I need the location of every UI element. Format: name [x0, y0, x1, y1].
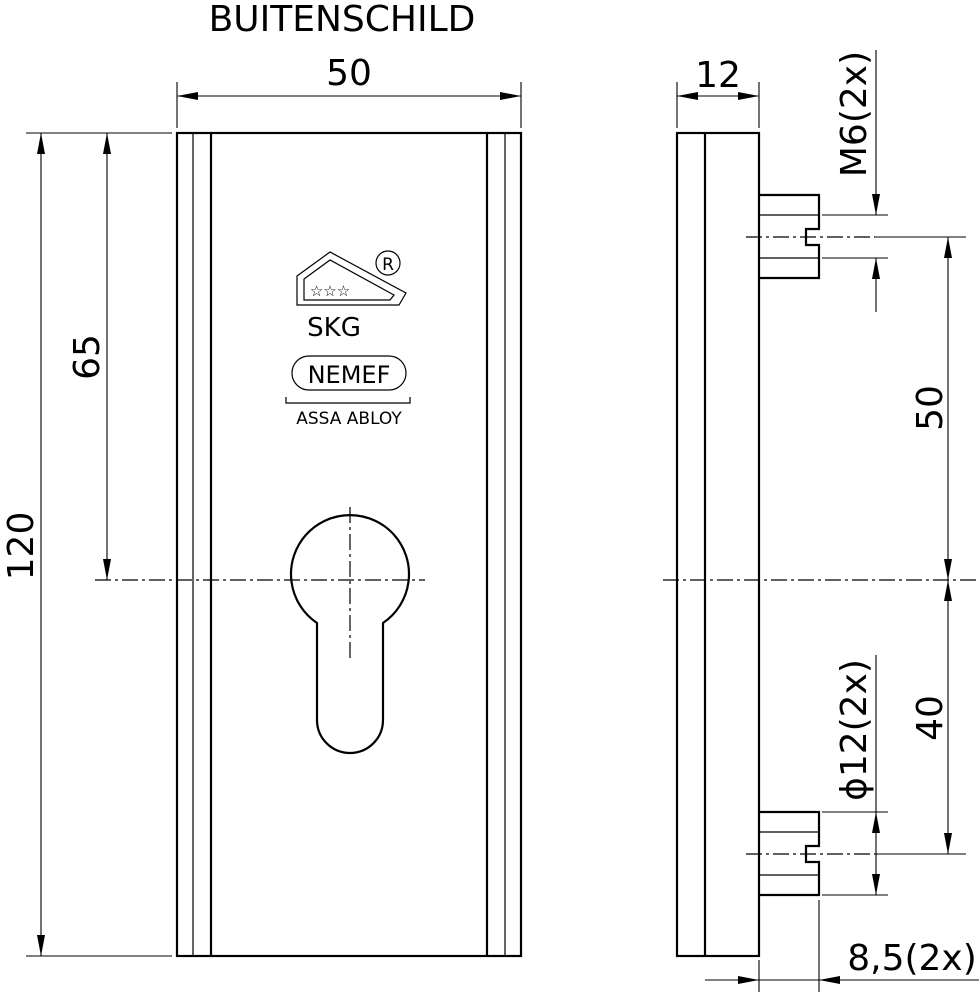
skg-shield-inner — [303, 259, 395, 301]
arrow — [37, 935, 45, 956]
dim-50-label: 50 — [910, 385, 951, 431]
arrow — [872, 194, 880, 215]
arrow — [872, 812, 880, 833]
registered-mark: R — [382, 255, 394, 275]
skg-shield-icon — [296, 251, 407, 306]
arrow — [944, 237, 952, 258]
arrow — [872, 258, 880, 279]
nemef-logo: NEMEF ASSA ABLOY — [285, 355, 411, 429]
skg-text: SKG — [307, 313, 361, 343]
arrow — [103, 559, 111, 580]
dim-65-label: 65 — [67, 334, 108, 380]
arrow — [677, 92, 698, 100]
arrow — [37, 133, 45, 154]
dim-40-label: 40 — [910, 695, 951, 741]
dim-diameter-label: ϕ12(2x) — [834, 659, 875, 801]
lower-stud — [746, 810, 875, 897]
front-view: ☆☆☆ R SKG NEMEF ASSA ABLOY — [95, 131, 523, 958]
side-plate-outline — [675, 131, 761, 958]
nemef-badge — [291, 355, 407, 391]
arrow — [944, 833, 952, 854]
nemef-underline — [285, 397, 411, 404]
upper-stud — [746, 193, 875, 280]
nemef-text: NEMEF — [308, 361, 391, 389]
arrow — [103, 133, 111, 154]
skg-logo: ☆☆☆ R SKG — [296, 250, 407, 343]
assa-abloy-text: ASSA ABLOY — [296, 409, 402, 429]
drawing-title: BUITENSCHILD — [209, 0, 476, 40]
arrow — [738, 92, 759, 100]
cylinder-hole — [289, 514, 411, 755]
arrow — [819, 976, 840, 984]
arrow — [944, 559, 952, 580]
dim-width-label: 50 — [326, 53, 372, 94]
arrow — [500, 92, 521, 100]
arrow — [738, 976, 759, 984]
side-dimensions: 12 M6(2x) 50 40 ϕ12(2x) 8 — [676, 50, 979, 992]
dim-length-label: 8,5(2x) — [847, 938, 977, 979]
dim-thread-label: M6(2x) — [834, 51, 875, 177]
arrow — [944, 580, 952, 601]
registered-circle — [375, 250, 401, 276]
arrow — [872, 874, 880, 895]
front-dimensions: 50 120 65 — [1, 53, 522, 957]
arrow — [177, 92, 198, 100]
dim-height-label: 120 — [1, 512, 42, 581]
plate-outline — [175, 131, 523, 958]
side-view — [663, 131, 979, 958]
dim-thickness-label: 12 — [695, 55, 741, 96]
skg-stars: ☆☆☆ — [310, 282, 350, 300]
